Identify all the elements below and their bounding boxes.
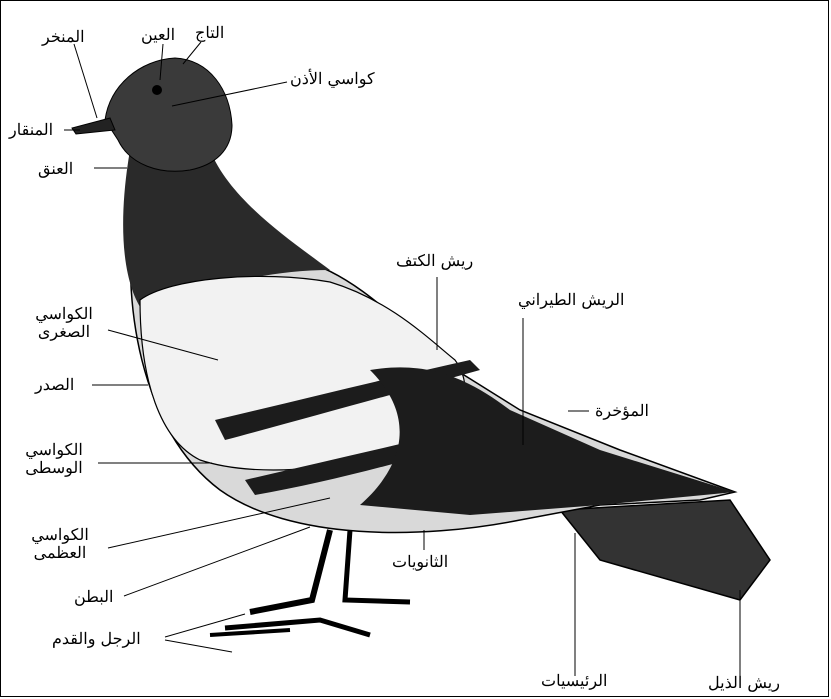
label-eye: العين xyxy=(141,26,175,44)
eye xyxy=(152,85,162,95)
label-greater-coverts: الكواسي العظمى xyxy=(24,526,96,562)
label-median-coverts-line2: الوسطى xyxy=(18,459,90,477)
head xyxy=(105,58,232,171)
label-tertials: الريش الطيراني xyxy=(518,291,624,309)
label-tail-feathers: ريش الذيل xyxy=(708,674,780,692)
label-ear-coverts: كواسي الأذن xyxy=(290,70,375,88)
label-breast: الصدر xyxy=(35,376,74,394)
label-beak: المنقار xyxy=(9,121,53,139)
label-median-coverts-line1: الكواسي xyxy=(18,441,90,459)
tail xyxy=(560,500,770,600)
label-median-coverts: الكواسي الوسطى xyxy=(18,441,90,477)
label-greater-coverts-line1: الكواسي xyxy=(24,526,96,544)
flight-feathers xyxy=(360,367,735,515)
label-neck: العنق xyxy=(38,160,73,178)
beak xyxy=(72,118,115,134)
label-primaries: الرئيسيات xyxy=(541,672,607,690)
label-lesser-coverts-line1: الكواسي xyxy=(28,305,100,323)
label-scapulars: ريش الكتف xyxy=(396,252,473,270)
label-nostril: المنخر xyxy=(42,28,85,46)
label-leg-foot: الرجل والقدم xyxy=(52,630,141,648)
label-rump: المؤخرة xyxy=(595,402,649,420)
leg xyxy=(250,530,330,612)
label-greater-coverts-line2: العظمى xyxy=(24,544,96,562)
label-lesser-coverts: الكواسي الصغرى xyxy=(28,305,100,341)
label-lesser-coverts-line2: الصغرى xyxy=(28,323,100,341)
foot xyxy=(210,630,290,635)
label-secondaries: الثانويات xyxy=(392,553,448,571)
label-crown: التاج xyxy=(195,24,224,42)
label-belly: البطن xyxy=(74,588,113,606)
